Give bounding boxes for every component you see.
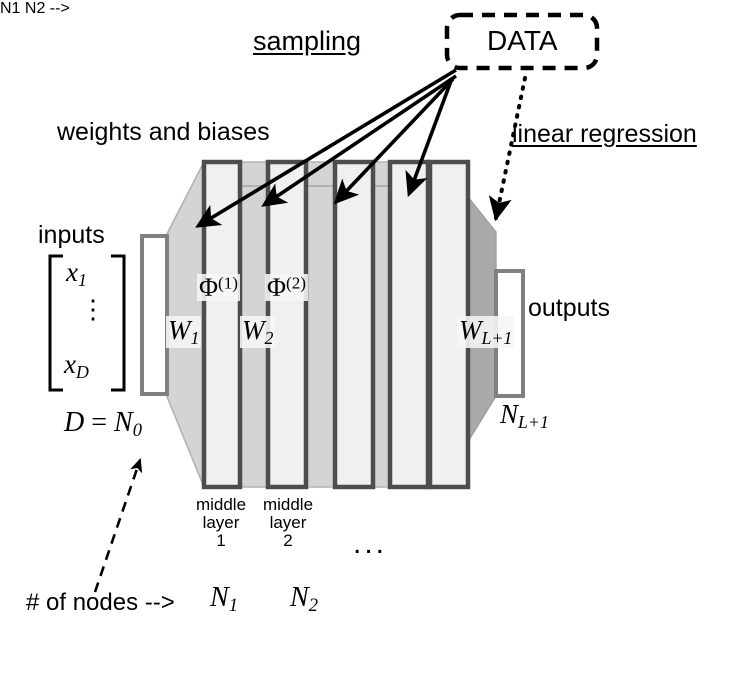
input-dimension-equation: D = N0 <box>64 408 142 441</box>
data-box <box>444 12 600 71</box>
middle-layer-ellipsis: ... <box>353 527 388 560</box>
middle-layer-caption-1: middle layer 1 <box>181 496 261 550</box>
linear-regression-arrow <box>488 76 527 222</box>
sampling-arrow-1 <box>195 68 457 228</box>
weight-label-1: W1 <box>166 315 202 348</box>
node-count-arrow <box>93 458 143 593</box>
node-count-caption: # of nodes --> <box>26 589 175 616</box>
output-node-count-symbol: N <box>500 399 519 429</box>
sampling-arrows <box>195 68 458 228</box>
weight-label-output: WL+1 <box>457 315 515 348</box>
weights-and-biases-label: weights and biases <box>57 118 270 146</box>
weight-2-subscript: 2 <box>264 327 274 348</box>
activation-2-symbol: Φ <box>267 273 287 302</box>
node-count-layer-2: N2 <box>290 583 318 616</box>
input-box <box>140 234 169 396</box>
node-count-1-subscript: 1 <box>228 595 238 616</box>
activation-label-1: Φ(1) <box>197 273 241 302</box>
outputs-label: outputs <box>528 294 611 322</box>
input-vector-last-entry: xD <box>64 350 89 382</box>
inputs-label: inputs <box>38 221 105 249</box>
input-x1-symbol: x <box>66 257 78 287</box>
node-count-layer-1: N1 <box>210 583 238 616</box>
activation-2-superscript: (2) <box>286 273 307 293</box>
input-vector-bracket <box>48 254 126 392</box>
input-xD-subscript: D <box>75 361 89 382</box>
activation-label-2: Φ(2) <box>265 273 309 302</box>
weight-2-symbol: W <box>242 315 265 345</box>
middle-layer-caption-2: middle layer 2 <box>248 496 328 550</box>
middle-layer-1-line2: layer <box>202 512 240 532</box>
weight-output-symbol: W <box>459 315 482 345</box>
weight-1-subscript: 1 <box>190 327 200 348</box>
middle-layer-1-line1: middle <box>195 495 247 514</box>
activation-1-superscript: (1) <box>218 273 239 293</box>
weight-label-2: W2 <box>240 315 276 348</box>
weight-output-subscript: L+1 <box>481 327 513 348</box>
sampling-arrow-3 <box>333 77 455 205</box>
middle-layer-2-line1: middle <box>262 495 314 514</box>
layer-bar-4 <box>387 159 431 490</box>
output-node-count: NL+1 <box>500 400 549 432</box>
output-node-count-subscript: L+1 <box>518 411 549 432</box>
node-count-2-symbol: N <box>290 582 309 613</box>
input-dimension-equals: = <box>91 407 108 438</box>
input-dimension-rhs-subscript: 0 <box>132 420 142 441</box>
input-vector-first-entry: x1 <box>66 258 87 290</box>
input-dimension-rhs: N <box>114 407 133 438</box>
activation-1-symbol: Φ <box>199 273 219 302</box>
input-x1-subscript: 1 <box>77 269 87 290</box>
sampling-label: sampling <box>253 26 362 56</box>
input-dimension-lhs: D <box>64 407 85 438</box>
node-count-1-symbol: N <box>210 582 229 613</box>
middle-layer-2-line2: layer <box>269 512 307 532</box>
layer-bar-3 <box>332 159 376 490</box>
sampling-arrow-4 <box>405 80 453 198</box>
input-xD-symbol: x <box>64 349 76 379</box>
linear-regression-label: linear regression <box>512 120 697 148</box>
middle-layer-1-line3: 1 <box>216 530 226 550</box>
middle-layer-2-line3: 2 <box>283 530 293 550</box>
sampling-arrow-2 <box>261 74 458 207</box>
data-box-label: DATA <box>487 25 558 56</box>
input-vector-vdots: ⋮ <box>80 295 106 324</box>
weight-1-symbol: W <box>168 315 191 345</box>
node-count-2-subscript: 2 <box>308 595 318 616</box>
